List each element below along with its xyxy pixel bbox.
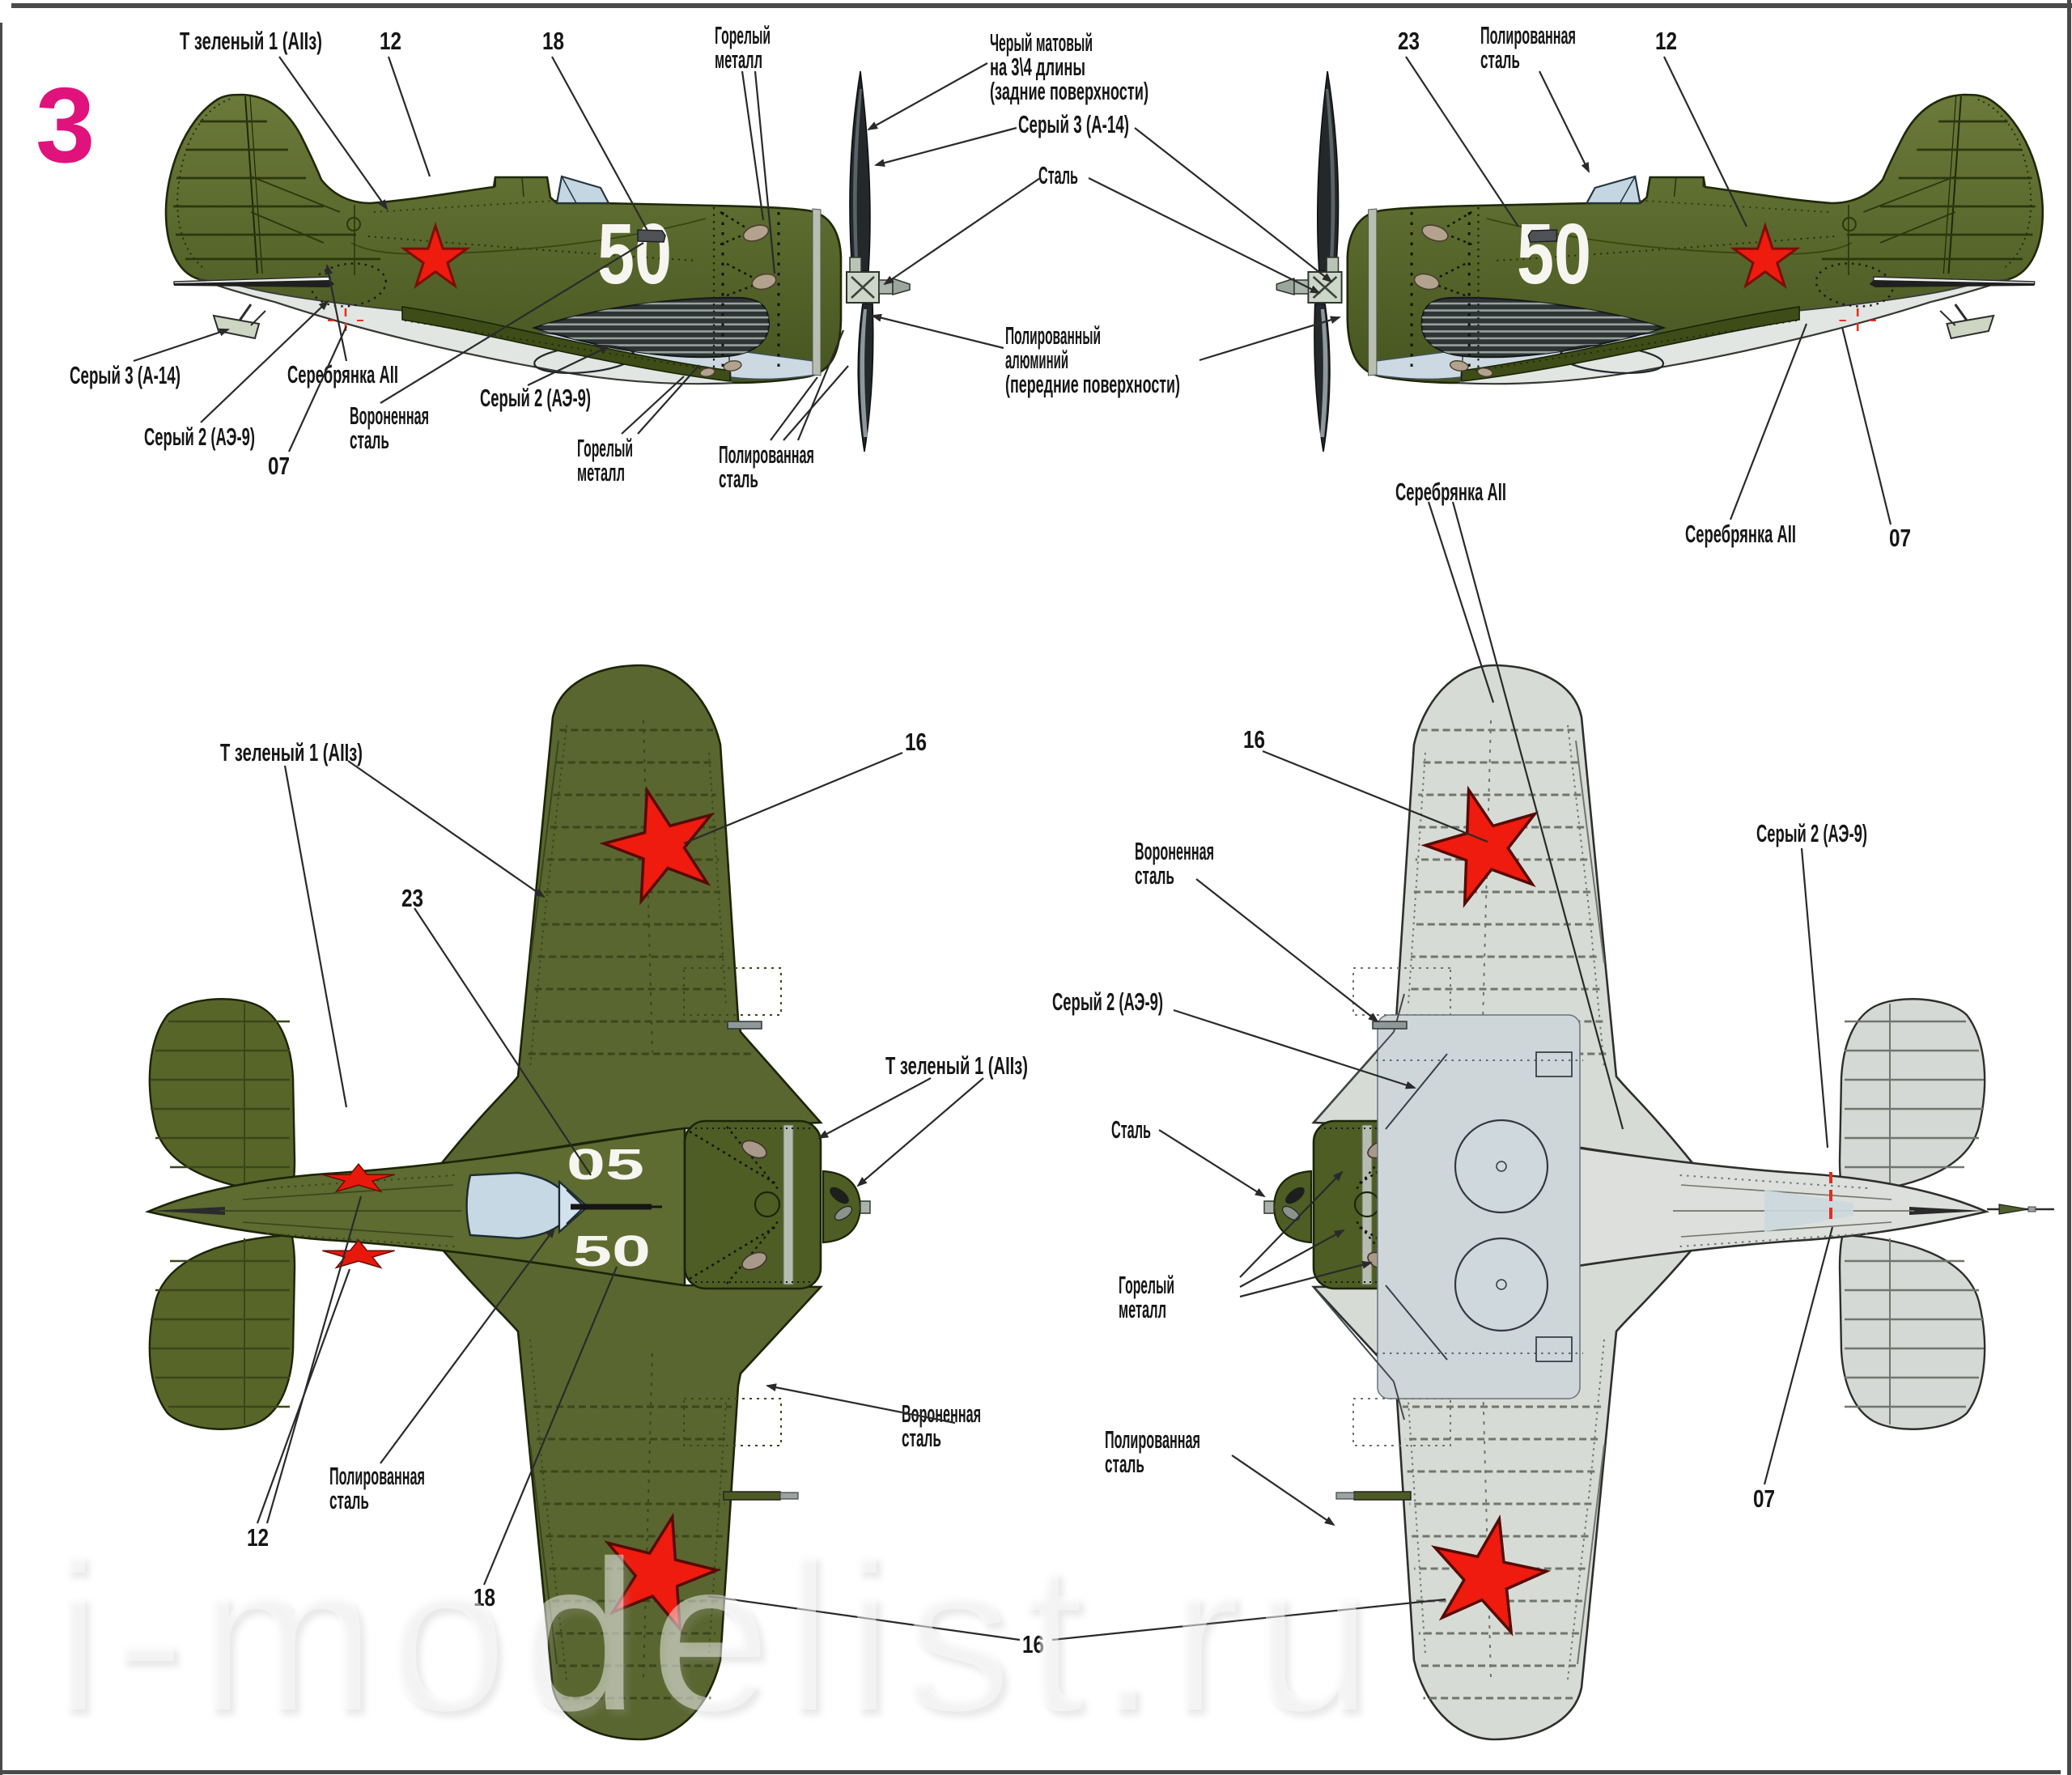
svg-text:23: 23 xyxy=(401,884,423,912)
svg-text:Горелый: Горелый xyxy=(715,21,771,49)
svg-text:50: 50 xyxy=(1517,206,1591,302)
svg-text:Серый 2 (АЭ-9): Серый 2 (АЭ-9) xyxy=(1052,987,1163,1016)
svg-text:Полированная: Полированная xyxy=(329,1462,425,1490)
svg-text:сталь: сталь xyxy=(329,1486,369,1514)
svg-text:12: 12 xyxy=(380,27,401,55)
svg-text:металл: металл xyxy=(1119,1295,1166,1323)
svg-text:05: 05 xyxy=(567,1140,644,1189)
svg-text:Полированная: Полированная xyxy=(1105,1425,1200,1454)
svg-text:50: 50 xyxy=(597,206,672,302)
svg-text:Полированный: Полированный xyxy=(1005,321,1101,350)
svg-text:Серый 2 (АЭ-9): Серый 2 (АЭ-9) xyxy=(480,384,591,412)
svg-text:12: 12 xyxy=(1655,27,1677,55)
svg-text:Сталь: Сталь xyxy=(1038,161,1078,189)
svg-text:Серый 2 (АЭ-9): Серый 2 (АЭ-9) xyxy=(1756,819,1867,847)
svg-text:18: 18 xyxy=(542,27,564,55)
svg-text:07: 07 xyxy=(268,452,290,480)
svg-text:Полированная: Полированная xyxy=(719,440,814,469)
svg-text:(задние поверхности): (задние поверхности) xyxy=(990,77,1149,105)
svg-text:Вороненная: Вороненная xyxy=(902,1399,981,1428)
svg-text:16: 16 xyxy=(1022,1630,1044,1658)
svg-text:Полированная: Полированная xyxy=(1480,21,1576,49)
svg-text:18: 18 xyxy=(473,1583,495,1612)
svg-text:сталь: сталь xyxy=(902,1424,941,1452)
svg-text:Горелый: Горелый xyxy=(1119,1271,1174,1299)
svg-text:Горелый: Горелый xyxy=(577,434,633,462)
svg-text:50: 50 xyxy=(573,1227,651,1276)
svg-text:Т зеленый 1 (АIIз): Т зеленый 1 (АIIз) xyxy=(220,738,363,766)
svg-text:Серебрянка АII: Серебрянка АII xyxy=(1685,520,1796,548)
svg-text:металл: металл xyxy=(715,45,762,74)
svg-text:Т зеленый 1 (АIIз): Т зеленый 1 (АIIз) xyxy=(180,27,322,55)
svg-text:(передние поверхности): (передние поверхности) xyxy=(1005,370,1180,398)
svg-text:Серебрянка АII: Серебрянка АII xyxy=(1395,478,1506,506)
svg-text:07: 07 xyxy=(1753,1484,1775,1513)
svg-text:на 3\4 длины: на 3\4 длины xyxy=(990,53,1085,81)
svg-text:23: 23 xyxy=(1398,27,1420,55)
svg-text:сталь: сталь xyxy=(1480,45,1520,74)
svg-text:сталь: сталь xyxy=(719,465,758,493)
svg-text:сталь: сталь xyxy=(1135,861,1174,890)
svg-text:Вороненная: Вороненная xyxy=(1135,837,1214,865)
svg-text:Вороненная: Вороненная xyxy=(350,401,429,430)
svg-text:12: 12 xyxy=(247,1523,269,1552)
svg-text:Черый матовый: Черый матовый xyxy=(990,28,1093,57)
svg-text:Серый 3 (А-14): Серый 3 (А-14) xyxy=(70,361,180,389)
svg-text:Серебрянка АII: Серебрянка АII xyxy=(287,360,398,389)
svg-text:сталь: сталь xyxy=(1105,1450,1144,1478)
svg-text:Т зеленый 1 (АIIз): Т зеленый 1 (АIIз) xyxy=(885,1051,1028,1080)
svg-text:металл: металл xyxy=(577,458,625,486)
svg-text:07: 07 xyxy=(1889,524,1911,552)
svg-text:16: 16 xyxy=(905,728,927,756)
svg-text:Сталь: Сталь xyxy=(1111,1115,1151,1144)
svg-text:алюминий: алюминий xyxy=(1005,346,1068,374)
svg-text:i-modelist.ru: i-modelist.ru xyxy=(57,1522,1389,1760)
svg-text:16: 16 xyxy=(1243,725,1265,754)
svg-text:Серый 2 (АЭ-9): Серый 2 (АЭ-9) xyxy=(144,423,255,451)
svg-text:i-modelist.ru: i-modelist.ru xyxy=(52,1516,1384,1755)
svg-text:сталь: сталь xyxy=(350,426,389,454)
svg-text:3: 3 xyxy=(36,66,95,185)
svg-text:Серый 3 (А-14): Серый 3 (А-14) xyxy=(1018,110,1129,138)
